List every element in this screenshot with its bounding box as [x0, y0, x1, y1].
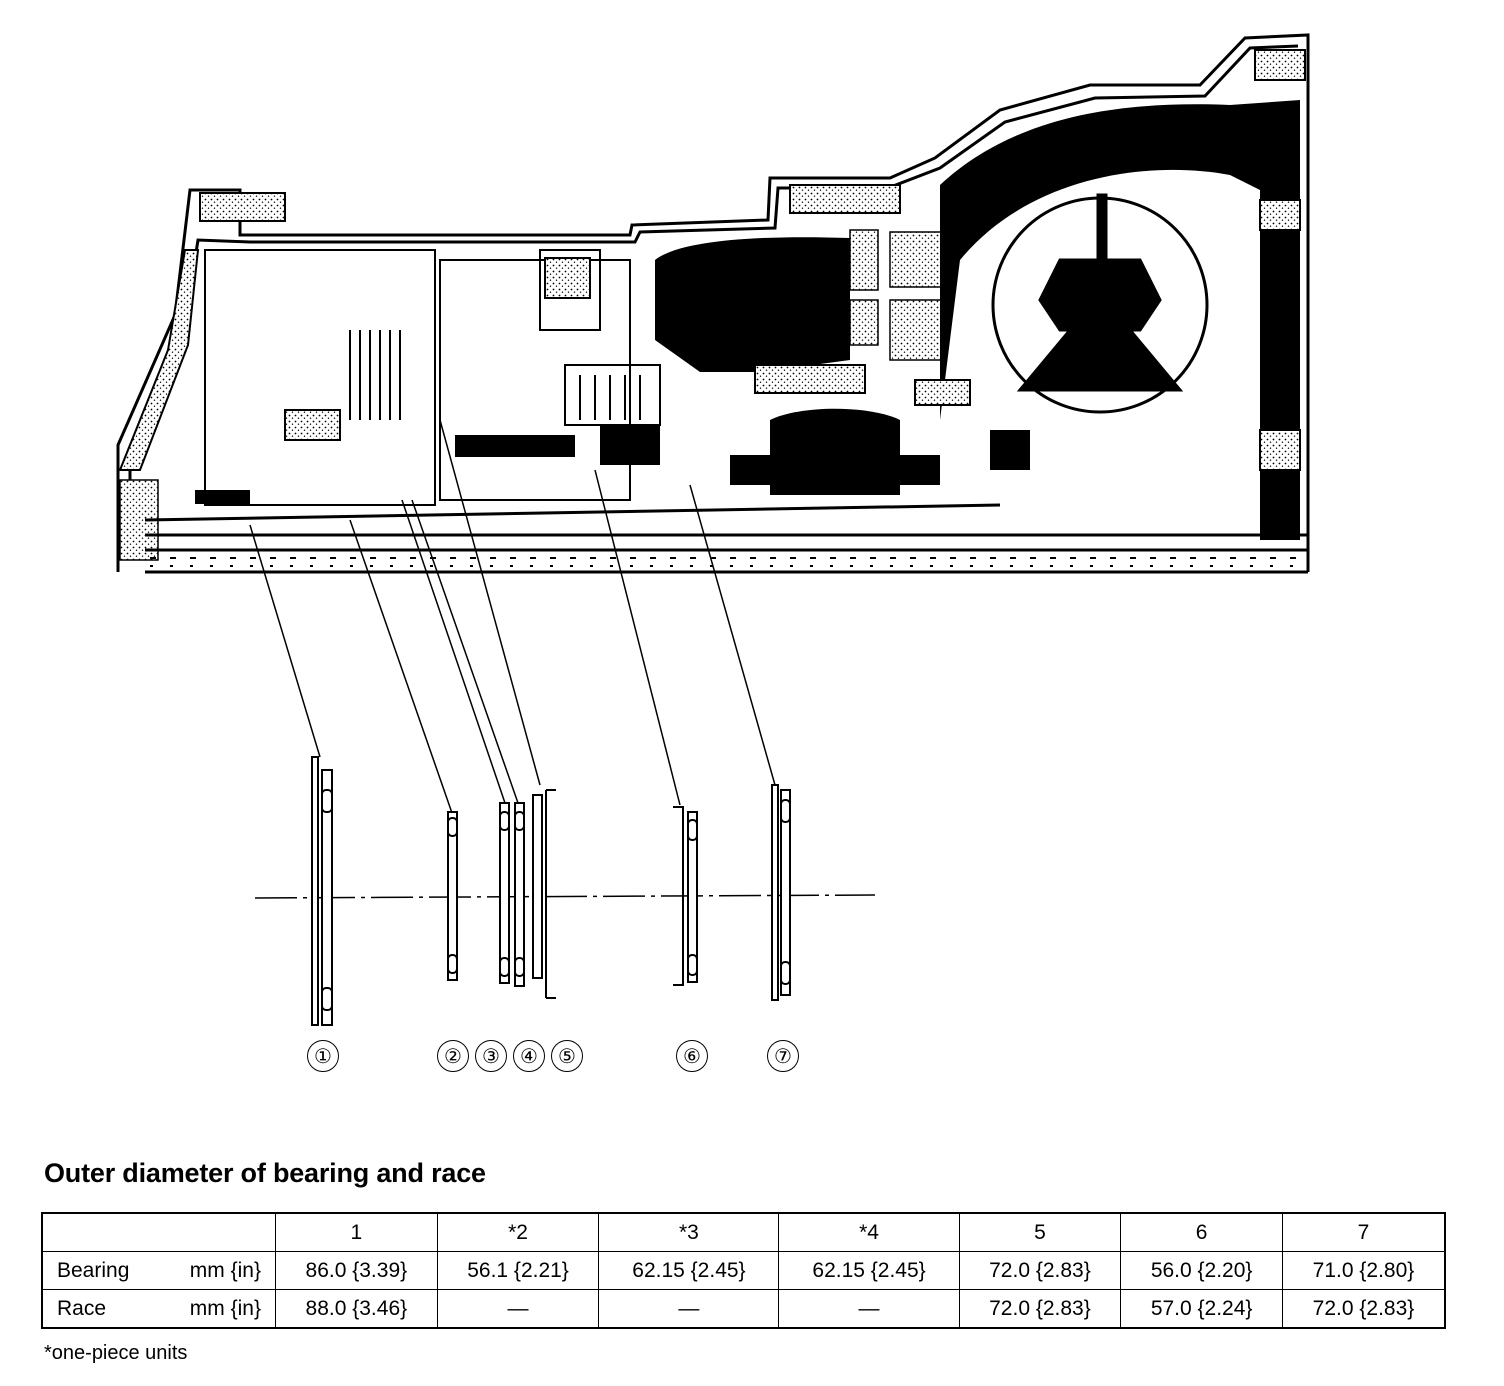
table-cell: 62.15 {2.45}	[778, 1251, 960, 1290]
transaxle-cross-section-diagram	[116, 33, 1310, 1026]
callout-7: ⑦	[767, 1040, 799, 1072]
row-header: Race mm {in}	[41, 1289, 276, 1329]
torque-converter	[991, 193, 1209, 414]
callout-6: ⑥	[676, 1040, 708, 1072]
bearing-2-exploded	[447, 811, 458, 981]
torque-converter-housing	[940, 100, 1300, 540]
callout-2: ②	[437, 1040, 469, 1072]
shaft-splines	[150, 557, 1300, 567]
table-cell: 72.0 {2.83}	[958, 1251, 1122, 1290]
table-cell: —	[598, 1289, 780, 1329]
table-cell: 56.1 {2.21}	[436, 1251, 600, 1290]
row-unit: mm {in}	[189, 1259, 261, 1282]
column-header: *4	[778, 1212, 960, 1252]
callout-5: ⑤	[551, 1040, 583, 1072]
center-housing-block	[655, 237, 850, 372]
center-axis-line	[254, 894, 876, 899]
bearing-7-exploded	[771, 784, 791, 1001]
column-header: 1	[275, 1212, 438, 1252]
table-cell: 57.0 {2.24}	[1120, 1289, 1283, 1329]
table-cell: 72.0 {2.83}	[958, 1289, 1122, 1329]
column-header: 5	[958, 1212, 1122, 1252]
row-header: Bearing mm {in}	[41, 1251, 276, 1290]
column-header: *2	[436, 1212, 600, 1252]
table-cell: 56.0 {2.20}	[1120, 1251, 1283, 1290]
table-cell: 71.0 {2.80}	[1281, 1251, 1446, 1290]
bearing-4-exploded	[514, 802, 525, 987]
springs	[199, 184, 1301, 471]
table-cell: 88.0 {3.46}	[275, 1289, 438, 1329]
callout-3: ③	[475, 1040, 507, 1072]
column-header: *3	[598, 1212, 780, 1252]
column-header: 6	[1120, 1212, 1283, 1252]
bearing-blocks	[195, 425, 1030, 504]
table-cell: 62.15 {2.45}	[598, 1251, 780, 1290]
flange-casting	[1254, 49, 1306, 81]
table-footnote: *one-piece units	[44, 1342, 188, 1364]
table-corner-cell	[41, 1212, 276, 1252]
table-cell: —	[778, 1289, 960, 1329]
row-unit: mm {in}	[189, 1297, 261, 1320]
main-shaft	[144, 503, 1308, 574]
left-case-casting	[118, 249, 200, 471]
row-label: Race	[57, 1297, 107, 1320]
table-cell: —	[436, 1289, 600, 1329]
clutch-packs	[204, 249, 661, 506]
column-header: 7	[1281, 1212, 1446, 1252]
callout-1: ①	[307, 1040, 339, 1072]
callout-4: ④	[513, 1040, 545, 1072]
table-header-row: 1 *2 *3 *4 5 6 7	[41, 1212, 1446, 1252]
bearing-3-exploded	[499, 802, 510, 984]
bearing-6-exploded	[673, 806, 698, 986]
table-cell: 86.0 {3.39}	[275, 1251, 438, 1290]
table-cell: 72.0 {2.83}	[1281, 1289, 1446, 1329]
bearing-1-exploded	[311, 756, 333, 1026]
row-label: Bearing	[57, 1259, 130, 1282]
leader-lines	[249, 419, 776, 814]
table-row-bearing: Bearing mm {in} 86.0 {3.39} 56.1 {2.21} …	[41, 1251, 1446, 1290]
table-row-race: Race mm {in} 88.0 {3.46} — — — 72.0 {2.8…	[41, 1289, 1446, 1329]
bearing-race-diameter-table: 1 *2 *3 *4 5 6 7 Bearing mm {in} 86.0 {3…	[41, 1212, 1446, 1329]
table-title: Outer diameter of bearing and race	[44, 1158, 486, 1188]
bearing-5-exploded	[532, 789, 556, 999]
